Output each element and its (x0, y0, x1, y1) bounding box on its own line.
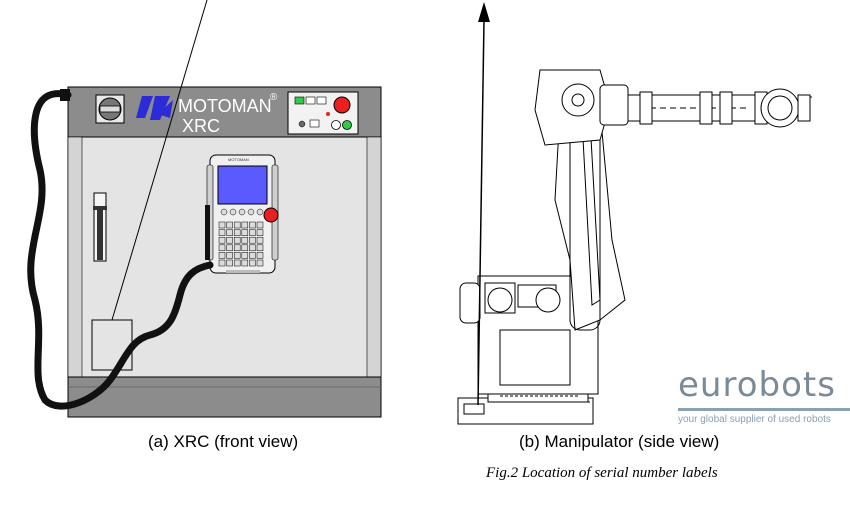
pendant-key (256, 221, 264, 229)
pendant-key (249, 259, 256, 267)
pendant-key (226, 252, 233, 259)
pendant-key (249, 221, 256, 229)
pendant-key (218, 244, 226, 252)
pendant-key (233, 244, 241, 252)
cabinet-right-pillar (366, 136, 382, 378)
pendant-key (249, 229, 256, 236)
pendant-key (256, 252, 264, 259)
pendant-key (238, 208, 246, 216)
pendant-key (241, 229, 249, 236)
main-switch-icon (95, 94, 125, 124)
watermark-tagline: your global supplier of used robots (678, 414, 831, 425)
cabinet-brand: MOTOMAN (178, 96, 272, 116)
leader-line-xrc (111, 0, 208, 321)
pendant-key (218, 236, 226, 244)
pendant-key (247, 208, 255, 216)
cabinet-left-pillar (67, 136, 83, 378)
programming-pendant (206, 154, 279, 274)
xrc-cabinet (27, 0, 382, 418)
cabinet-model: XRC (182, 116, 221, 136)
estop-icon (333, 96, 351, 114)
pendant-key (249, 244, 256, 252)
pendant-key (241, 252, 249, 259)
pendant-screen (217, 165, 268, 205)
pendant-key (233, 259, 241, 267)
watermark-logo: eurobots (678, 365, 836, 405)
pendant-key (226, 236, 233, 244)
pendant-key (249, 252, 256, 259)
pendant-key (241, 236, 249, 244)
pendant-key (218, 229, 226, 236)
pendant-key (241, 244, 249, 252)
pendant-key (226, 229, 233, 236)
caption-xrc: (a) XRC (front view) (148, 432, 299, 451)
cable (27, 90, 214, 410)
pendant-key (229, 208, 237, 216)
manipulator (457, 69, 812, 425)
pendant-key (218, 252, 226, 259)
pendant-key (233, 252, 241, 259)
pendant-estop-icon (263, 207, 279, 223)
pendant-key (226, 221, 233, 229)
pendant-key (256, 259, 264, 267)
caption-manipulator: (b) Manipulator (side view) (519, 432, 720, 451)
figure-caption: Fig.2 Location of serial number labels (486, 465, 718, 481)
pendant-key (218, 259, 226, 267)
pendant-key (226, 259, 233, 267)
motoman-logo-icon (136, 96, 173, 120)
pendant-key (218, 221, 226, 229)
pendant-key (241, 221, 249, 229)
pendant-key (256, 244, 264, 252)
pendant-key (256, 208, 264, 216)
watermark-rule (678, 408, 850, 411)
door-handle-icon (93, 192, 107, 262)
operator-panel (287, 91, 359, 135)
pendant-key (241, 259, 249, 267)
pendant-key (233, 229, 241, 236)
pendant-key (249, 236, 256, 244)
pendant-key (226, 244, 233, 252)
leader-arrow-manipulator (477, 2, 490, 406)
registered-mark: ® (270, 92, 278, 103)
pendant-key (233, 221, 241, 229)
cabinet-bottom-band (67, 376, 382, 418)
pendant-key (256, 229, 264, 236)
pendant-brand: MOTOMAN (228, 157, 249, 162)
pendant-key (256, 236, 264, 244)
pendant-key (220, 208, 228, 216)
pendant-key (233, 236, 241, 244)
